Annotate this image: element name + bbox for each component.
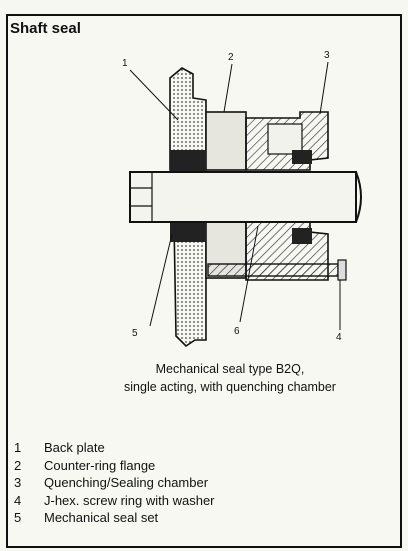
chamber-window <box>267 123 303 155</box>
callout-6: 6 <box>234 326 240 337</box>
caption-line-1: Mechanical seal type B2Q, <box>155 362 305 376</box>
callout-5: 5 <box>132 328 138 339</box>
figure-title: Shaft seal <box>10 20 81 37</box>
shaft <box>129 171 357 223</box>
callout-3: 3 <box>324 50 330 61</box>
callout-1: 1 <box>122 58 128 69</box>
seal-set-lower <box>170 220 206 242</box>
callout-4: 4 <box>336 332 342 343</box>
counter-ring-flange <box>205 111 247 171</box>
caption-line-2: single acting, with quenching chamber <box>124 380 336 394</box>
screw-ring <box>207 263 339 277</box>
seal-set-upper <box>170 150 206 174</box>
callout-2: 2 <box>228 52 234 63</box>
